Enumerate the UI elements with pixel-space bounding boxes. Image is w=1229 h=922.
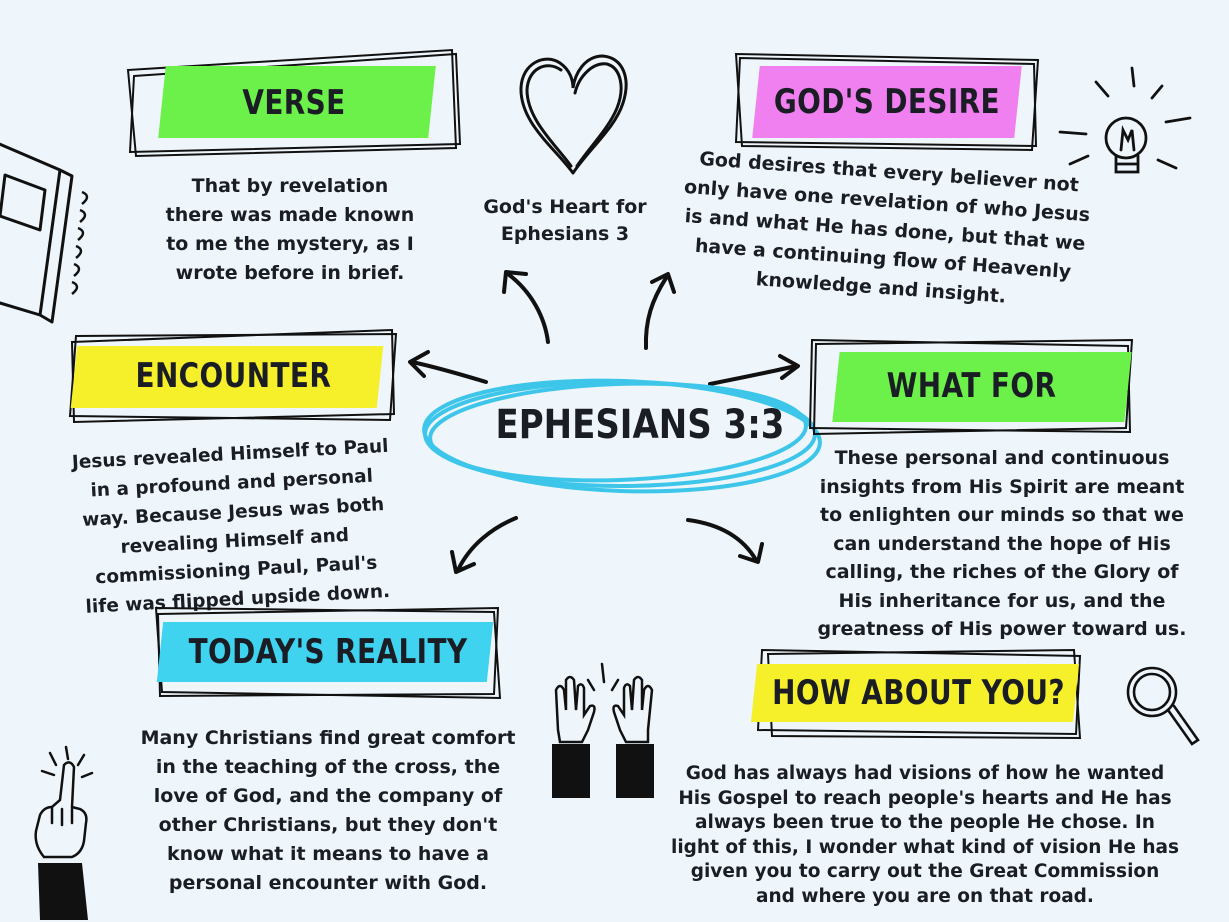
how-about-you-line: always been true to the people He chose.… xyxy=(695,812,1155,833)
what-for-line: calling, the riches of the Glory of xyxy=(825,561,1179,583)
what-for-line: insights from His Spirit are meant xyxy=(819,475,1185,498)
gods-desire-title: GOD'S DESIRE xyxy=(773,82,1001,122)
how-about-you-line: His Gospel to reach people's hearts and … xyxy=(678,787,1172,809)
gods-desire-title-box: GOD'S DESIRE xyxy=(734,52,1040,152)
heart-caption: God's Heart for Ephesians 3 xyxy=(470,194,660,248)
what-for-line: can understand the hope of His xyxy=(833,532,1171,555)
arrow-to-what-for xyxy=(708,364,798,386)
notebook-icon xyxy=(0,142,89,324)
lightbulb-icon xyxy=(1058,66,1192,174)
what-for-title: WHAT FOR xyxy=(886,366,1056,406)
raised-hands-icon xyxy=(552,662,654,798)
magnifier-icon xyxy=(1126,666,1200,746)
todays-reality-line: other Christians, but they don't xyxy=(158,814,498,836)
todays-reality-line: love of God, and the company of xyxy=(153,785,503,807)
verse-line: That by revelation xyxy=(191,175,389,197)
arrow-to-todays-reality xyxy=(456,516,518,572)
todays-reality-line: know what it means to have a xyxy=(167,843,489,865)
what-for-line: to enlighten our minds so that we xyxy=(820,504,1184,526)
what-for-title-box: WHAT FOR xyxy=(808,336,1134,436)
encounter-text: Jesus revealed Himself to Paul in a prof… xyxy=(40,430,429,624)
todays-reality-text: Many Christians find great comfort in th… xyxy=(118,724,538,898)
arrow-to-heart-caption xyxy=(506,272,550,344)
how-about-you-text: God has always had visions of how he wan… xyxy=(660,762,1190,909)
verse-line: there was made known xyxy=(165,204,415,226)
how-about-you-line: light of this, I wonder what kind of vis… xyxy=(670,836,1179,858)
how-about-you-line: given you to carry out the Great Commiss… xyxy=(690,861,1160,882)
heart-caption-line: God's Heart for xyxy=(483,196,647,218)
encounter-title: ENCOUNTER xyxy=(135,356,331,396)
verse-line: to me the mystery, as I xyxy=(166,233,414,255)
what-for-line: His inheritance for us, and the xyxy=(838,589,1166,612)
arrow-to-gods-desire xyxy=(643,276,668,350)
verse-text: That by revelation there was made known … xyxy=(130,172,450,288)
todays-reality-title: TODAY'S REALITY xyxy=(188,632,468,672)
heart-icon xyxy=(519,54,628,175)
arrow-to-how-about-you xyxy=(686,518,758,562)
what-for-text: These personal and continuous insights f… xyxy=(796,444,1208,644)
what-for-line: greatness of His power toward us. xyxy=(817,618,1187,640)
verse-title: VERSE xyxy=(242,83,346,123)
pointing-hand-icon xyxy=(34,745,94,920)
how-about-you-line: God has always had visions of how he wan… xyxy=(685,763,1165,784)
todays-reality-line: personal encounter with God. xyxy=(168,872,488,894)
todays-reality-title-box: TODAY'S REALITY xyxy=(154,604,502,700)
verse-title-box: VERSE xyxy=(126,48,462,158)
encounter-title-box: ENCOUNTER xyxy=(68,326,398,426)
todays-reality-line: Many Christians find great comfort xyxy=(140,727,516,749)
what-for-line: These personal and continuous xyxy=(834,447,1170,469)
arrow-to-encounter xyxy=(410,360,488,384)
center-title: EPHESIANS 3:3 xyxy=(495,402,785,448)
how-about-you-title: HOW ABOUT YOU? xyxy=(772,673,1066,713)
verse-line: wrote before in brief. xyxy=(175,262,405,284)
todays-reality-line: in the teaching of the cross, the xyxy=(155,756,501,778)
how-about-you-title-box: HOW ABOUT YOU? xyxy=(750,646,1084,740)
heart-caption-line: Ephesians 3 xyxy=(500,223,630,245)
how-about-you-line: and where you are on that road. xyxy=(756,885,1094,907)
